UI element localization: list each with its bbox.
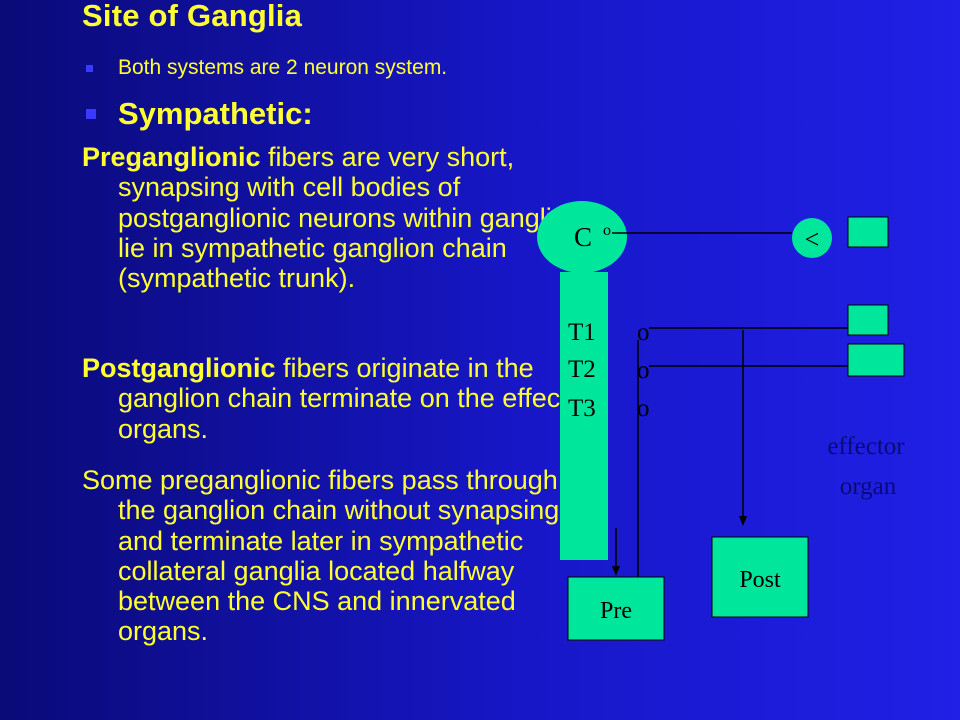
- effector-node-circle: [792, 218, 832, 258]
- effector-label-line1: effector: [827, 433, 905, 460]
- paragraph-collateral: Some preganglionic fibers pass through t…: [82, 465, 560, 647]
- post-arrowhead-icon: [739, 516, 747, 526]
- effector-label-line2: organ: [840, 473, 897, 500]
- pre-arrowhead-icon: [612, 566, 620, 576]
- cervical-label: C: [574, 222, 592, 252]
- t3-ganglion-mark: o: [637, 395, 650, 422]
- bullet-text: Both systems are 2 neuron system.: [118, 56, 448, 79]
- paragraph-preganglionic: Preganglionic fibers are very short, syn…: [82, 142, 596, 293]
- spinal-cord-column: [560, 272, 608, 560]
- post-box: [711, 536, 809, 618]
- cervical-ellipse: [537, 201, 627, 273]
- t3-label: T3: [568, 395, 596, 422]
- t2-ganglion-mark: o: [637, 357, 650, 384]
- bullet-square-icon: [86, 64, 93, 72]
- postganglionic-text: fibers originate in the ganglion chain t…: [118, 353, 592, 444]
- t1-ganglion-mark: o: [637, 319, 650, 346]
- t2-label: T2: [568, 356, 596, 383]
- bullet-two-neuron: Both systems are 2 neuron system.: [86, 56, 447, 80]
- bullet-square-icon: [86, 109, 96, 119]
- post-label: Post: [739, 567, 781, 593]
- arrow-label: <: [805, 225, 820, 254]
- pre-label: Pre: [600, 598, 632, 624]
- t1-label: T1: [568, 319, 596, 346]
- sympathetic-heading: Sympathetic:: [118, 96, 313, 131]
- effector-box-top: [847, 216, 889, 248]
- slide-title: Site of Ganglia: [82, 0, 303, 33]
- paragraph-postganglionic: Postganglionic fibers originate in the g…: [82, 353, 596, 444]
- postganglionic-term: Postganglionic: [82, 353, 276, 383]
- effector-box-middle: [847, 304, 889, 336]
- pre-box: [567, 576, 665, 641]
- bullet-sympathetic: Sympathetic:: [86, 96, 313, 132]
- preganglionic-term: Preganglionic: [82, 142, 261, 172]
- preganglionic-text: fibers are very short, synapsing with ce…: [118, 142, 567, 294]
- cervical-dot: o: [603, 222, 611, 239]
- effector-box-bottom: [847, 343, 905, 377]
